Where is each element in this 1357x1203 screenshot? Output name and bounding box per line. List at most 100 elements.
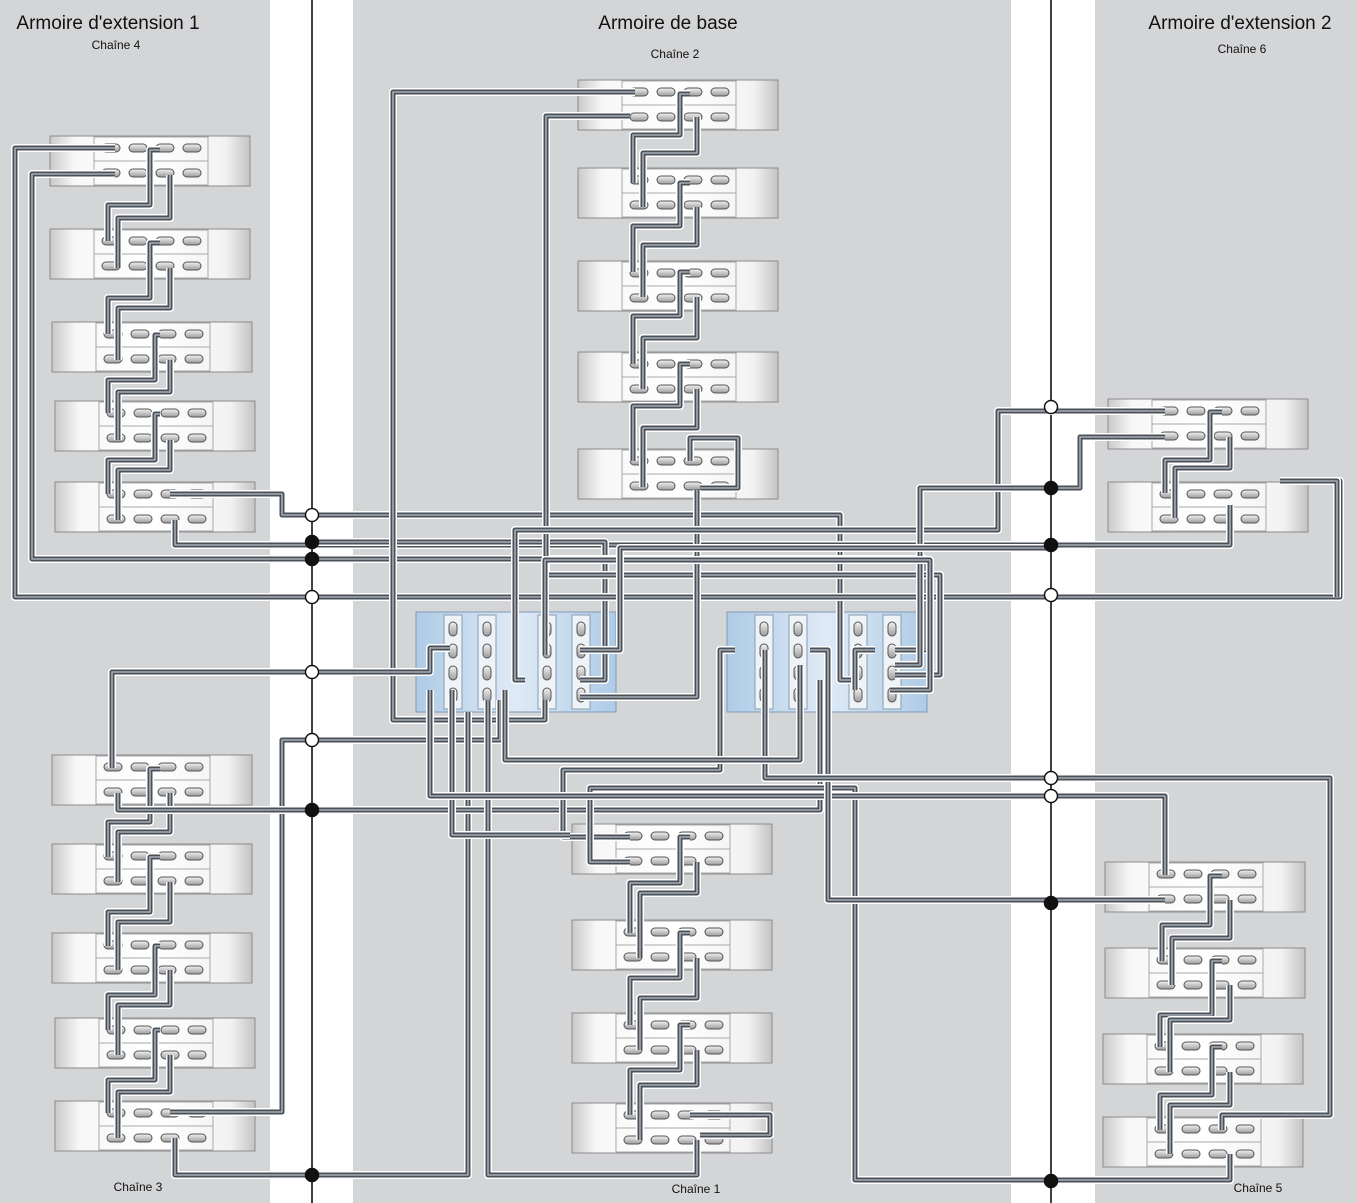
disk-shelf-icon (577, 448, 779, 500)
sas-port-icon (128, 143, 148, 153)
sas-cable (1051, 1154, 1234, 1184)
cable-highlight (107, 413, 160, 494)
sas-cable (586, 784, 1051, 1184)
sas-port-icon (187, 1133, 207, 1143)
sas-cable (639, 389, 701, 487)
sas-cable (104, 942, 160, 1030)
sas-cable (639, 117, 701, 207)
cable-junction-icon (1043, 1173, 1059, 1189)
cable-junction-icon (304, 732, 320, 748)
sas-port-icon (656, 268, 676, 278)
sas-port-icon (1237, 955, 1257, 965)
cable-highlight (107, 856, 160, 946)
sas-cable (895, 433, 1165, 669)
sas-port-icon (704, 1020, 724, 1030)
cable-junction-icon (304, 551, 320, 567)
sas-cable (629, 360, 690, 461)
hba-port-icon (482, 665, 492, 681)
sas-cable (629, 90, 690, 183)
cable-highlight (580, 547, 1051, 651)
sas-port-icon (130, 965, 150, 975)
chain-5-label: Chaîne 5 (1234, 1181, 1283, 1195)
sas-port-icon (133, 1108, 153, 1118)
sas-port-icon (1240, 431, 1260, 441)
sas-port-icon (187, 433, 207, 443)
sas-cable (1156, 957, 1222, 1047)
sas-port-icon (710, 384, 730, 394)
sas-port-icon (133, 1025, 153, 1035)
sas-cable (114, 175, 174, 268)
cable-junction-icon (1043, 480, 1059, 496)
sas-cable (1161, 408, 1222, 493)
cabinet-left-title: Armoire d'extension 1 (16, 13, 199, 34)
sas-cable (541, 556, 934, 694)
cable-highlight (117, 680, 821, 811)
cable-highlight (642, 117, 698, 207)
cable-highlight (895, 436, 1165, 666)
disk-shelf-icon (54, 481, 256, 533)
cable-highlight (629, 932, 690, 1025)
sas-cable (686, 434, 742, 492)
hba-card (571, 614, 591, 710)
sas-port-icon (656, 112, 676, 122)
chain-4-label: Chaîne 4 (92, 38, 141, 52)
sas-port-icon (1186, 489, 1206, 499)
sas-port-icon (130, 329, 150, 339)
sas-port-icon (656, 200, 676, 210)
sas-port-icon (650, 856, 670, 866)
cable-highlight (174, 712, 469, 1176)
sas-cable (114, 440, 174, 520)
cable-highlight (629, 1024, 690, 1115)
sas-cable (104, 331, 160, 413)
cable-highlight (312, 541, 606, 681)
sas-port-icon (1237, 869, 1257, 879)
cable-highlight (31, 173, 312, 560)
cable-junction-icon (304, 1167, 320, 1183)
sas-cable (114, 1055, 174, 1138)
disk-shelf-icon (1107, 481, 1309, 533)
sas-cable (104, 239, 160, 334)
sas-cable (104, 146, 160, 241)
sas-port-icon (1240, 514, 1260, 524)
cable-highlight (107, 768, 160, 857)
cable-highlight (1280, 480, 1338, 597)
sas-port-icon (650, 927, 670, 937)
sas-port-icon (683, 481, 703, 491)
sas-cable (114, 680, 824, 814)
cable-junction-icon (1043, 788, 1059, 804)
cable-highlight (107, 242, 160, 334)
sas-port-icon (1181, 1149, 1201, 1159)
sas-port-icon (184, 787, 204, 797)
hba-port-icon (887, 621, 897, 637)
sas-port-icon (656, 384, 676, 394)
sas-cables (11, 88, 1344, 1184)
sas-port-icon (710, 112, 730, 122)
sas-cable (1171, 437, 1234, 518)
sas-port-icon (133, 514, 153, 524)
sas-port-icon (1183, 955, 1203, 965)
disk-shelf-icon (571, 1102, 773, 1154)
cable-highlight (392, 91, 635, 721)
cable-junction-icon (1043, 587, 1059, 603)
cable-highlight (451, 690, 570, 836)
sas-cable (104, 410, 160, 494)
sas-port-icon (704, 927, 724, 937)
sas-port-icon (710, 200, 730, 210)
sas-port-icon (133, 408, 153, 418)
sas-port-icon (184, 940, 204, 950)
sas-port-icon (133, 1133, 153, 1143)
hba-port-icon (448, 665, 458, 681)
cable-highlight (107, 1029, 160, 1113)
cable-highlight (107, 945, 160, 1030)
sas-cable (626, 833, 690, 933)
sas-port-icon (128, 168, 148, 178)
sas-cable (690, 1111, 774, 1139)
sas-port-icon (182, 261, 202, 271)
sas-port-icon (187, 408, 207, 418)
sas-port-icon (650, 1045, 670, 1055)
sas-cable (114, 882, 174, 970)
sas-port-icon (656, 293, 676, 303)
cable-highlight (1169, 1072, 1231, 1154)
sas-port-icon (182, 236, 202, 246)
sas-port-icon (650, 1020, 670, 1030)
